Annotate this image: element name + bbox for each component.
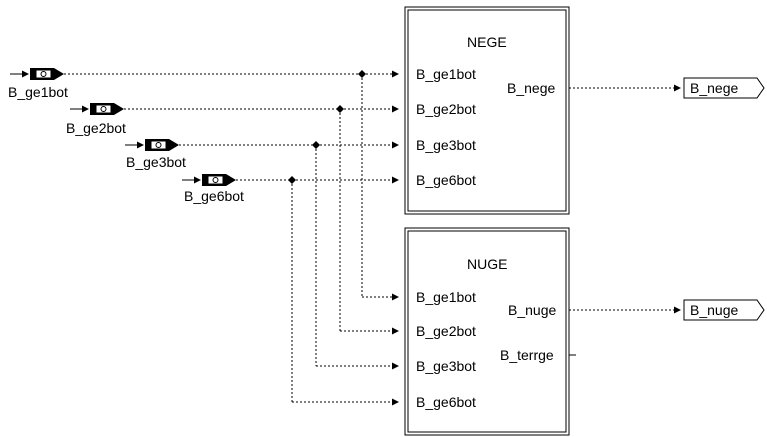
inport-label: B_ge1bot	[8, 84, 68, 100]
branch-point	[312, 141, 320, 149]
inport-label: B_ge6bot	[184, 188, 244, 204]
output-port-label: B_nuge	[508, 302, 556, 318]
branch-points	[288, 70, 366, 184]
outport-b-nuge[interactable]: B_nuge	[683, 299, 765, 321]
inport-label: B_ge2bot	[66, 120, 126, 136]
input-port-label: B_ge2bot	[416, 323, 476, 339]
inport-label: B_ge3bot	[126, 154, 186, 170]
output-wires	[569, 84, 681, 314]
inport-b-ge1bot[interactable]: B_ge1bot	[8, 68, 68, 100]
input-port-label: B_ge3bot	[416, 137, 476, 153]
block-nuge[interactable]: NUGE B_ge1bot B_ge2bot B_ge3bot B_ge6bot…	[404, 227, 576, 436]
signal-wires	[64, 70, 399, 406]
outport-b-nege[interactable]: B_nege	[683, 77, 765, 99]
block-title: NUGE	[467, 256, 507, 272]
input-port-label: B_ge6bot	[416, 394, 476, 410]
branch-point	[288, 176, 296, 184]
input-port-label: B_ge2bot	[416, 101, 476, 117]
input-port-label: B_ge1bot	[416, 289, 476, 305]
inport-b-ge3bot[interactable]: B_ge3bot	[125, 139, 186, 170]
block-nege[interactable]: NEGE B_ge1bot B_ge2bot B_ge3bot B_ge6bot…	[404, 6, 570, 215]
input-port-label: B_ge1bot	[416, 66, 476, 82]
outport-label: B_nege	[690, 80, 738, 96]
input-port-label: B_ge3bot	[416, 358, 476, 374]
outport-label: B_nuge	[690, 302, 738, 318]
branch-point	[358, 70, 366, 78]
inport-b-ge6bot[interactable]: B_ge6bot	[182, 174, 244, 204]
output-port-label: B_terrge	[500, 347, 554, 363]
branch-point	[336, 105, 344, 113]
block-title: NEGE	[467, 34, 507, 50]
input-port-label: B_ge6bot	[416, 172, 476, 188]
output-port-label: B_nege	[507, 80, 555, 96]
inport-b-ge2bot[interactable]: B_ge2bot	[66, 103, 126, 136]
